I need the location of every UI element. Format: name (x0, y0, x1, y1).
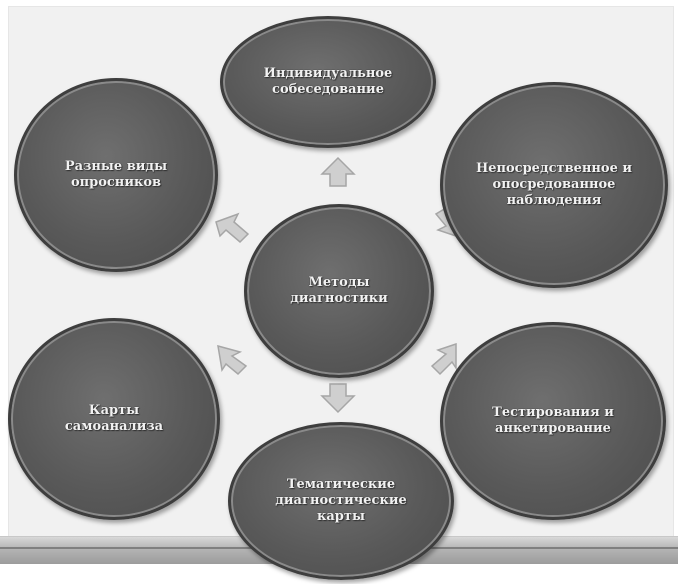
node-center: Методы диагностики (244, 204, 434, 378)
node-top: Индивидуальное собеседование (220, 16, 436, 148)
node-top-left-label: Разные виды опросников (64, 159, 168, 190)
node-top-left: Разные виды опросников (14, 78, 218, 272)
node-bottom-right: Тестирования и анкетирование (440, 322, 666, 520)
arrow-bottom-left (217, 344, 248, 376)
arrow-up (320, 156, 356, 187)
node-bottom-left-label: Карты самоанализа (64, 403, 164, 434)
node-bottom-left: Карты самоанализа (8, 318, 220, 520)
node-top-right: Непосредственное и опосредованное наблюд… (440, 82, 668, 288)
node-bottom: Тематические диагностические карты (228, 422, 454, 580)
node-top-label: Индивидуальное собеседование (263, 66, 393, 97)
node-bottom-right-label: Тестирования и анкетирование (492, 405, 614, 436)
node-bottom-label: Тематические диагностические карты (275, 477, 407, 524)
arrow-down (320, 383, 356, 414)
arrow-top-left (215, 212, 250, 244)
arrow-bottom-right (430, 342, 457, 376)
node-center-label: Методы диагностики (290, 275, 388, 306)
node-top-right-label: Непосредственное и опосредованное наблюд… (475, 161, 633, 208)
